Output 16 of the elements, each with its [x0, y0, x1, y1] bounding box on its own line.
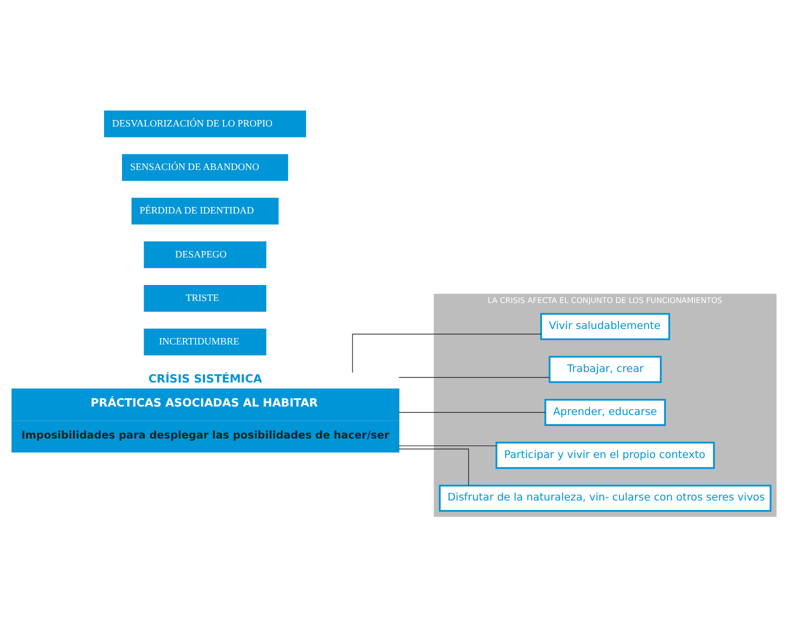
connector [398, 444, 497, 446]
node-box: Vivir saludablemente [540, 312, 670, 340]
node-box: SENSACIÓN DE ABANDONO [122, 154, 288, 180]
node-box: Disfrutar de la naturaleza, vin- cularse con otros seres vivos [438, 484, 772, 512]
node-box: Aprender, educarse [544, 398, 666, 426]
node-box: DESVALORIZACIÓN DE LO PROPIO [104, 110, 306, 137]
node-box: Participar y vivir en el propio contexto [496, 441, 715, 468]
node-box: Trabajar, crear [548, 355, 662, 382]
node-box: PÉRDIDA DE IDENTIDAD [132, 197, 279, 224]
connector [352, 333, 542, 372]
node-label: CRÍSIS SISTÉMICA [148, 372, 262, 386]
node-box: INCERTIDUMBRE [144, 328, 266, 355]
connector [398, 448, 469, 486]
node-box: TRISTE [144, 284, 266, 312]
connector [398, 376, 550, 378]
node-box: DESAPEGO [144, 240, 266, 268]
